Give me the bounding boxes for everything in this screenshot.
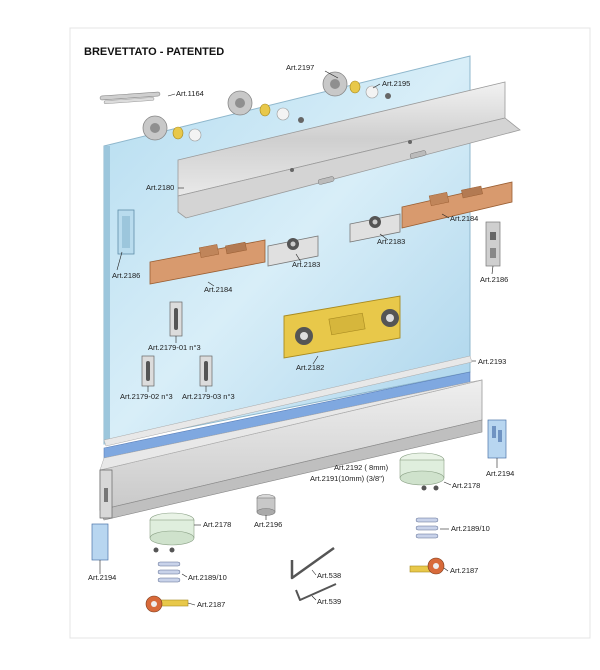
bracket-slot xyxy=(490,248,496,258)
guide-right-2178 xyxy=(399,452,445,491)
end-cap-left-2194 xyxy=(91,523,109,561)
leader-lines xyxy=(99,70,498,606)
rail-bolt xyxy=(317,176,335,185)
damper-right-2184 xyxy=(401,181,513,229)
label-art-2186-left: Art.2186 xyxy=(112,271,140,280)
label-art-2184-left: Art.2184 xyxy=(204,285,232,294)
damper-left-2184 xyxy=(149,239,266,285)
label-art-2192: Art.2192 ( 8mm) xyxy=(334,463,389,472)
shims-right-2189 xyxy=(415,517,439,539)
label-art-2187-right: Art.2187 xyxy=(450,566,478,575)
label-art-2178-left: Art.2178 xyxy=(203,520,231,529)
label-art-2194-right: Art.2194 xyxy=(486,469,514,478)
label-art-2186-right: Art.2186 xyxy=(480,275,508,284)
profile-slot xyxy=(104,488,108,502)
guide-left-2178 xyxy=(149,512,195,553)
label-art-2179-01: Art.2179-01 n°3 xyxy=(148,343,201,352)
roller-right-2187 xyxy=(409,557,445,575)
label-art-2189-left: Art.2189/10 xyxy=(188,573,227,582)
label-art-2183-mid: Art.2183 xyxy=(292,260,320,269)
label-art-1164: Art.1164 xyxy=(176,89,204,98)
label-art-2184-top: Art.2184 xyxy=(450,214,478,223)
rail-screw-hole xyxy=(290,168,294,172)
rod-1164 xyxy=(99,91,161,101)
label-art-2197: Art.2197 xyxy=(286,63,314,72)
page-border xyxy=(69,27,591,639)
label-art-2179-02: Art.2179-02 n°3 xyxy=(120,392,173,401)
label-art-2182: Art.2182 xyxy=(296,363,324,372)
side-bracket-right xyxy=(485,221,501,267)
label-art-2183-top: Art.2183 xyxy=(377,237,405,246)
bottom-rail-cap xyxy=(99,379,483,471)
label-art-2194-left: Art.2194 xyxy=(88,573,116,582)
seal-strip-2193 xyxy=(103,355,473,447)
label-art-2187-left: Art.2187 xyxy=(197,600,225,609)
plate-slot xyxy=(204,361,208,381)
rail-screw-hole xyxy=(408,140,412,144)
plate-slot xyxy=(146,361,150,381)
diagram-title: BREVETTATO - PATENTED xyxy=(84,46,224,58)
hex-key-538 xyxy=(290,546,335,580)
trolley-mid-2183 xyxy=(267,235,319,267)
label-art-2180: Art.2180 xyxy=(146,183,174,192)
handle-recess xyxy=(122,216,130,248)
plate-slot xyxy=(174,308,178,330)
end-cap-right-2194 xyxy=(487,419,507,459)
bracket-slot xyxy=(490,232,496,240)
trolley-top-2183 xyxy=(349,213,401,243)
label-art-2189-right: Art.2189/10 xyxy=(451,524,490,533)
top-rail-front xyxy=(177,117,521,219)
label-art-2196: Art.2196 xyxy=(254,520,282,529)
label-art-2179-03: Art.2179-03 n°3 xyxy=(182,392,235,401)
roller-left-2187 xyxy=(145,595,189,613)
glass-panel-edge xyxy=(104,146,110,444)
label-art-2178-right: Art.2178 xyxy=(452,481,480,490)
label-art-2191: Art.2191(10mm) (3/8") xyxy=(310,474,385,483)
shims-left-2189 xyxy=(157,561,181,583)
label-art-539: Art.539 xyxy=(317,597,341,606)
carriage-2182 xyxy=(283,295,401,359)
washer-set xyxy=(142,71,391,142)
rail-bolt xyxy=(409,150,427,159)
rod-1164-b xyxy=(103,97,155,104)
label-art-2193: Art.2193 xyxy=(478,357,506,366)
label-art-538: Art.538 xyxy=(317,571,341,580)
hex-key-539 xyxy=(295,583,337,601)
label-art-2195: Art.2195 xyxy=(382,79,410,88)
stopper-2196 xyxy=(256,494,276,516)
